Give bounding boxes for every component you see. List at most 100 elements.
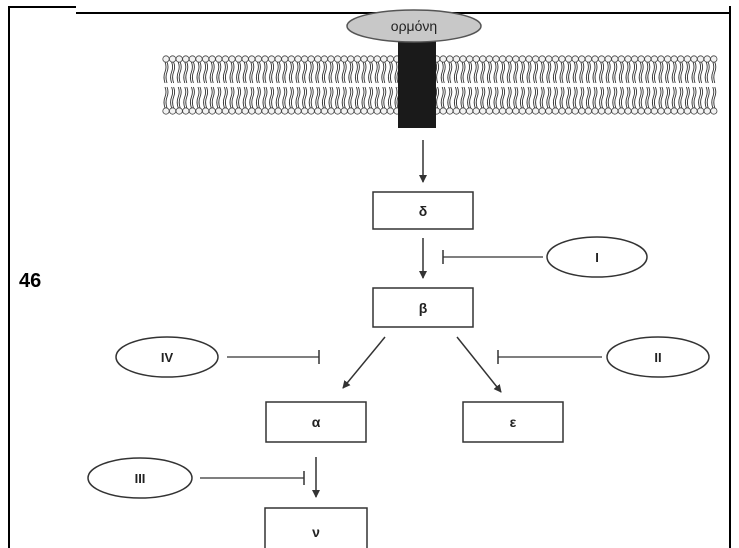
lipid-head-top — [452, 55, 460, 63]
lipid-tail — [242, 61, 246, 84]
lipid-tail — [713, 61, 717, 84]
lipid-tail — [605, 61, 609, 84]
lipid-head-bottom — [624, 107, 632, 115]
lipid-tail — [473, 86, 477, 109]
lipid-head-top — [670, 55, 678, 63]
lipid-head-bottom — [208, 107, 216, 115]
lipid-tail — [170, 86, 174, 109]
lipid-tail — [249, 86, 253, 109]
lipid-tail — [321, 86, 325, 109]
lipid-head-bottom — [604, 107, 612, 115]
lipid-head-top — [281, 55, 289, 63]
lipid-tail — [684, 61, 688, 84]
lipid-head-top — [663, 55, 672, 63]
lipid-head-bottom — [254, 107, 262, 115]
lipid-tail — [295, 86, 299, 109]
lipid-tail — [713, 86, 717, 109]
lipid-tail — [488, 61, 492, 84]
lipid-tail — [581, 61, 585, 84]
lipid-head-bottom — [591, 107, 599, 115]
lipid-head-bottom — [710, 107, 718, 115]
lipid-tail — [297, 86, 301, 109]
lipid-tail — [176, 61, 180, 84]
lipid-head-bottom — [644, 107, 652, 115]
lipid-tail — [370, 61, 374, 84]
lipid-head-top — [630, 55, 639, 63]
lipid-tail — [191, 61, 195, 84]
lipid-tail — [343, 86, 347, 109]
lipid-head-bottom — [637, 107, 645, 115]
lipid-head-top — [677, 55, 685, 63]
lipid-tail — [440, 86, 444, 109]
cell-membrane — [162, 55, 718, 115]
lipid-tail — [592, 86, 596, 109]
lipid-tail — [568, 61, 572, 84]
lipid-tail — [257, 86, 261, 109]
lipid-head-bottom — [294, 107, 302, 115]
lipid-tail — [698, 61, 702, 84]
lipid-tail — [658, 61, 662, 84]
lipid-head-bottom — [525, 107, 533, 115]
lipid-tail — [343, 61, 347, 84]
lipid-tail — [599, 86, 603, 109]
lipid-head-bottom — [287, 107, 295, 115]
lipid-tail — [495, 86, 499, 109]
lipid-head-bottom — [512, 107, 520, 115]
lipid-tail — [640, 86, 644, 109]
lipid-tail — [374, 86, 378, 109]
lipid-tail — [337, 61, 341, 84]
lipid-tail — [216, 86, 220, 109]
lipid-tail — [170, 61, 174, 84]
lipid-tail — [275, 61, 279, 84]
lipid-tail — [350, 86, 354, 109]
lipid-head-bottom — [353, 107, 361, 115]
lipid-tail — [486, 86, 490, 109]
inhibitor-IV: IV — [115, 336, 219, 378]
lipid-head-top — [439, 55, 447, 63]
lipid-tail — [706, 86, 710, 109]
box-nu: ν — [264, 507, 368, 548]
lipid-tail — [317, 86, 321, 109]
lipid-tail — [163, 61, 167, 84]
lipid-tail — [370, 86, 374, 109]
lipid-head-bottom — [657, 107, 665, 115]
lipid-tail — [700, 86, 704, 109]
lipid-tail — [634, 86, 638, 109]
lipid-tail — [361, 61, 365, 84]
lipid-head-top — [617, 55, 626, 63]
lipid-head-top — [485, 55, 493, 63]
lipid-head-top — [465, 55, 474, 63]
lipid-head-top — [366, 55, 375, 63]
lipid-tail — [493, 61, 497, 84]
lipid-tail — [506, 61, 510, 84]
lipid-tail — [282, 61, 286, 84]
lipid-tail — [282, 86, 286, 109]
lipid-tail — [209, 86, 213, 109]
lipid-tail — [317, 61, 321, 84]
lipid-tail — [363, 61, 367, 84]
lipid-head-top — [380, 55, 388, 63]
box-alpha-label: α — [312, 414, 321, 430]
lipid-tail — [447, 86, 451, 109]
lipid-tail — [381, 61, 385, 84]
lipid-tail — [387, 61, 391, 84]
lipid-head-bottom — [650, 107, 659, 115]
lipid-head-top — [624, 55, 632, 63]
lipid-tail — [310, 61, 314, 84]
lipid-head-top — [472, 55, 480, 63]
lipid-tail — [183, 61, 187, 84]
lipid-tail — [546, 61, 550, 84]
lipid-tail — [442, 61, 446, 84]
lipid-tail — [449, 86, 453, 109]
lipid-tail — [341, 61, 345, 84]
lipid-tail — [640, 61, 644, 84]
lipid-tail — [211, 61, 215, 84]
box-epsilon: ε — [462, 401, 564, 443]
lipid-tail — [561, 86, 565, 109]
lipid-tail — [647, 86, 651, 109]
lipid-tail — [587, 61, 591, 84]
lipid-tail — [262, 61, 266, 84]
lipid-tail — [680, 86, 684, 109]
lipid-tail — [176, 86, 180, 109]
lipid-tail — [541, 86, 545, 109]
